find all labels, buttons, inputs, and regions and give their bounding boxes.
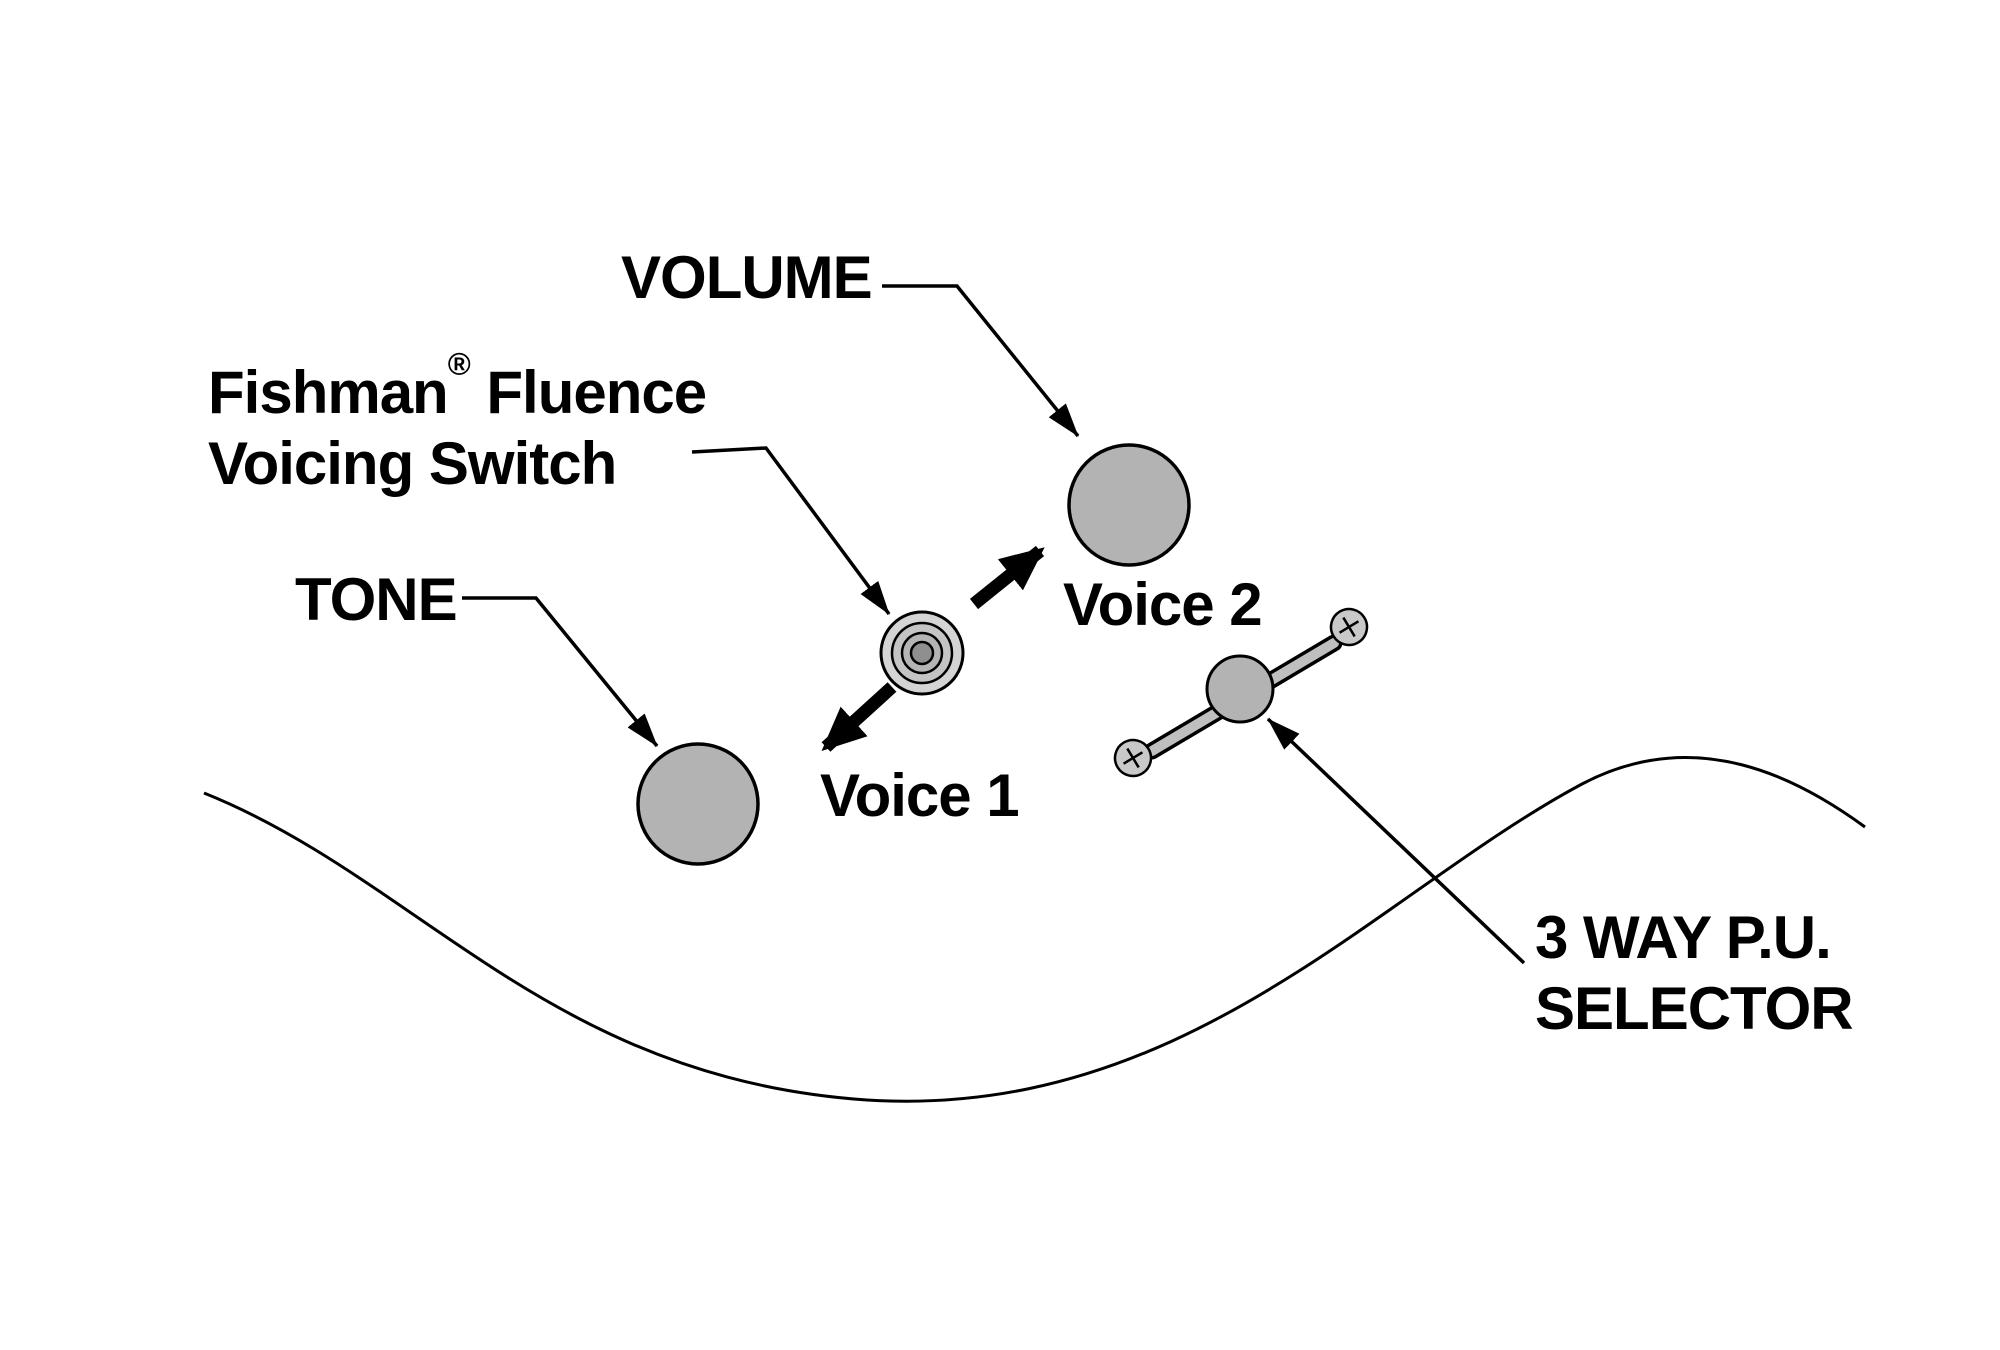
registered-trademark-symbol: ® — [447, 346, 471, 382]
guitar-body-contour-line — [203, 756, 1866, 1103]
fishman-fluence-label-line1: Fishman® Fluence — [208, 347, 707, 429]
voice2-arrow — [969, 545, 1045, 610]
selector-screw-lower — [1113, 738, 1153, 778]
volume-pointer-line — [882, 284, 1080, 438]
pickup-selector-label-line2: SELECTOR — [1535, 974, 1854, 1042]
volume-label: VOLUME — [621, 244, 873, 311]
voicing-switch-label-line2: Voicing Switch — [208, 429, 617, 497]
fluence-text: Fluence — [470, 359, 707, 426]
voice1-arrow — [821, 682, 897, 752]
pickup-selector-label: 3 WAY P.U. SELECTOR — [1535, 903, 1854, 1045]
voicing-switch-pointer-line — [691, 446, 891, 616]
selector-pointer-line — [1266, 717, 1526, 965]
tone-pointer-line — [462, 596, 659, 748]
voicing-switch — [879, 610, 965, 696]
fishman-fluence-voicing-switch-label: Fishman® Fluence Voicing Switch — [208, 347, 707, 500]
tone-label: TONE — [295, 566, 458, 633]
tone-knob — [636, 742, 760, 866]
voicing-switch-center — [909, 640, 935, 666]
voice2-label: Voice 2 — [1063, 571, 1263, 638]
pickup-selector — [1113, 607, 1369, 778]
fishman-brand-text: Fishman — [208, 359, 449, 426]
selector-tip — [1205, 654, 1275, 724]
selector-screw-upper — [1329, 607, 1369, 647]
volume-knob — [1067, 443, 1191, 567]
voice1-label: Voice 1 — [820, 762, 1020, 829]
pickup-selector-label-line1: 3 WAY P.U. — [1535, 904, 1832, 971]
